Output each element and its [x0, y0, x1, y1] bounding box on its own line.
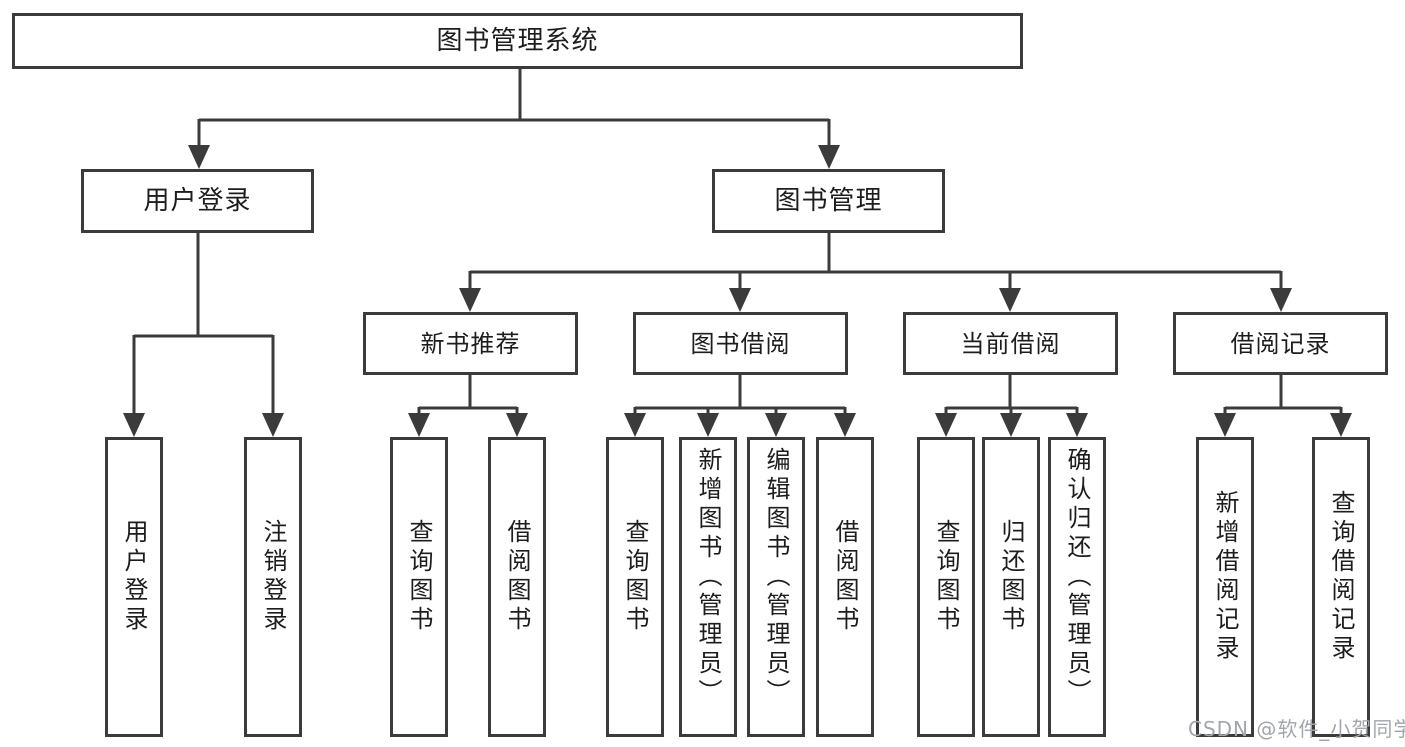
- leaf-query-borrow-record: 查询借阅记录: [1312, 437, 1370, 737]
- connector-user-login-to-children: [132, 233, 275, 415]
- node-borrowing-records: 借阅记录: [1173, 312, 1388, 375]
- csdn-watermark: CSDN @软件_小贺同学: [1188, 717, 1405, 741]
- connector-borrow-records-to-children: [1223, 375, 1343, 415]
- leaf-user-login: 用户登录: [105, 437, 163, 737]
- node-new-book-recommendation: 新书推荐: [363, 312, 578, 375]
- leaf-add-book-admin: 新增图书（管理员）: [679, 437, 737, 737]
- leaf-borrow-books-borrow: 借阅图书: [816, 437, 874, 737]
- connector-book-borrow-to-children: [633, 375, 847, 415]
- connector-new-book-to-children: [417, 375, 519, 415]
- leaf-edit-book-admin: 编辑图书（管理员）: [747, 437, 805, 737]
- node-current-borrowing: 当前借阅: [903, 312, 1118, 375]
- leaf-query-books-borrow: 查询图书: [606, 437, 664, 737]
- leaf-add-borrow-record: 新增借阅记录: [1196, 437, 1254, 737]
- node-book-management: 图书管理: [712, 169, 945, 233]
- leaf-query-books-current: 查询图书: [917, 437, 975, 737]
- node-root: 图书管理系统: [12, 13, 1023, 69]
- leaf-logout: 注销登录: [244, 437, 302, 737]
- connector-root-to-level2: [197, 69, 831, 147]
- connector-current-borrow-to-children: [944, 375, 1079, 415]
- connector-book-management-to-level3: [468, 233, 1283, 290]
- leaf-query-books-recommend: 查询图书: [390, 437, 448, 737]
- node-user-login: 用户登录: [81, 169, 314, 233]
- leaf-return-book: 归还图书: [982, 437, 1040, 737]
- leaf-borrow-books-recommend: 借阅图书: [488, 437, 546, 737]
- node-book-borrowing: 图书借阅: [633, 312, 848, 375]
- leaf-confirm-return-admin: 确认归还（管理员）: [1048, 437, 1106, 737]
- arrowheads: [123, 145, 1352, 437]
